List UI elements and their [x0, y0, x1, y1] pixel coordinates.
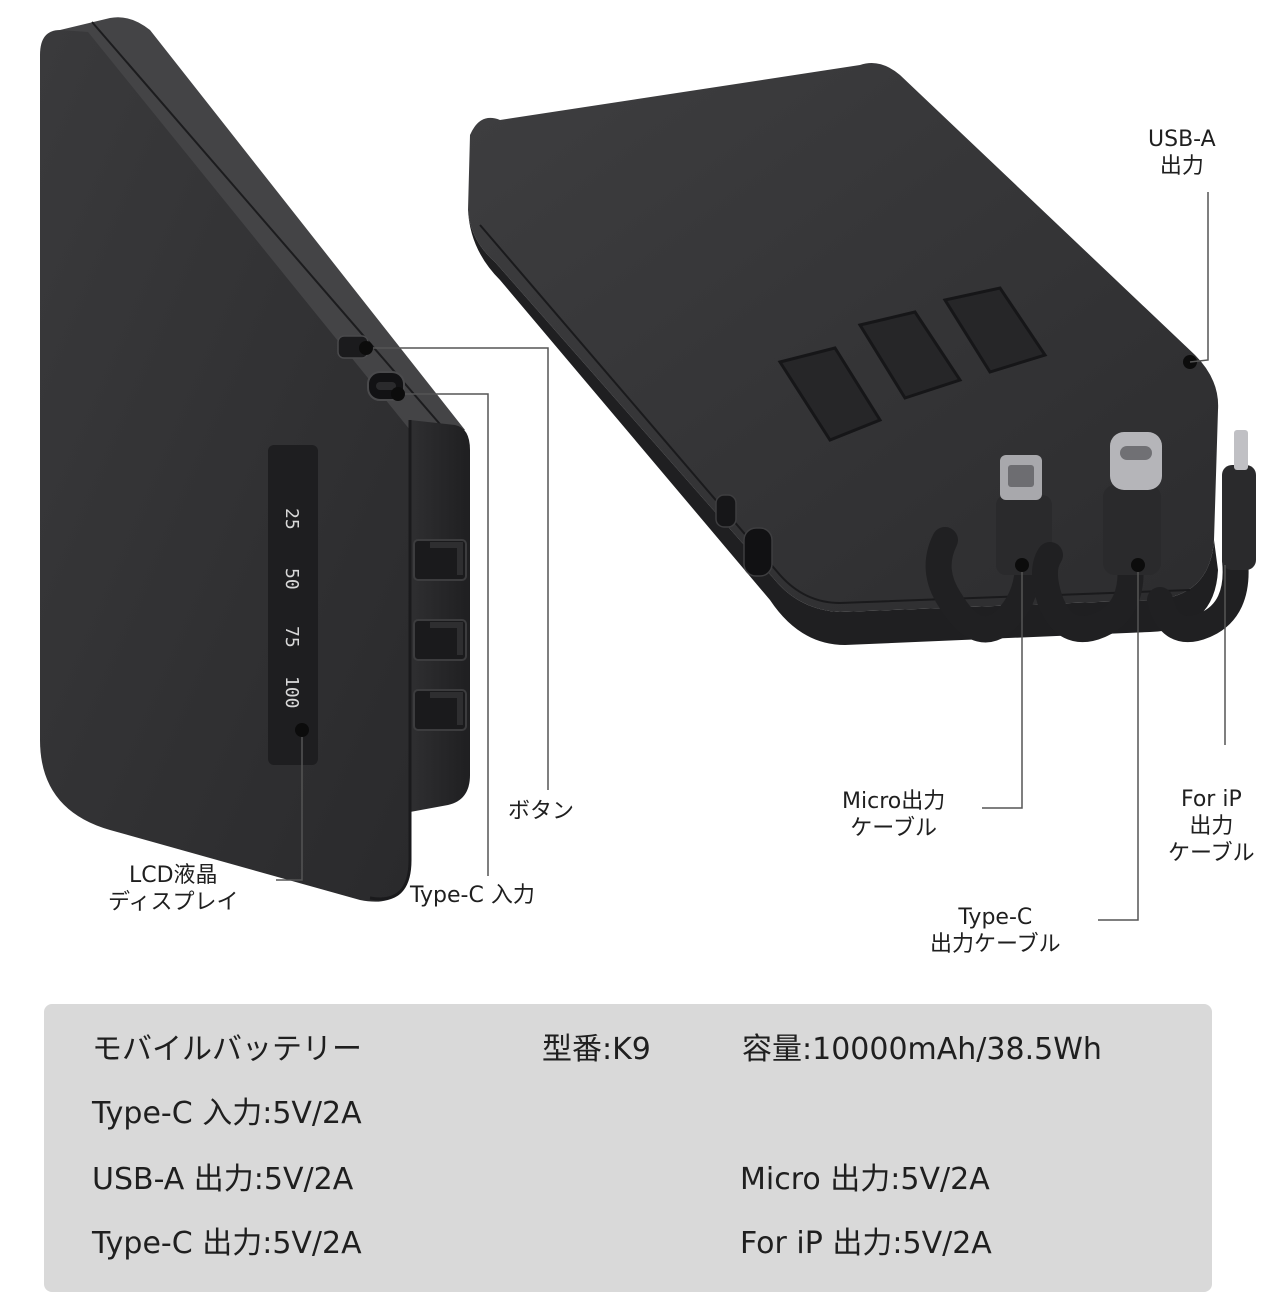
spec-capacity: 容量:10000mAh/38.5Wh — [742, 1032, 1102, 1067]
callout-button: ボタン — [508, 798, 574, 825]
callout-micro-line2: ケーブル — [850, 816, 937, 841]
callout-type-c-input-line1: Type-C 入力 — [410, 883, 535, 908]
callout-lcd-display: LCD液晶 ディスプレイ — [108, 862, 238, 916]
callout-lcd-line2: ディスプレイ — [108, 890, 239, 915]
callout-button-line1: ボタン — [508, 799, 575, 824]
callout-type-c-cable-line2: 出力ケーブル — [930, 932, 1061, 957]
spec-panel — [44, 1004, 1212, 1292]
power-bank-front-view — [468, 62, 1256, 645]
callout-micro-line1: Micro出力 — [842, 789, 946, 814]
spec-ip-output: For iP 出力:5V/2A — [740, 1226, 992, 1261]
callout-ip-cable: For iP 出力 ケーブル — [1168, 786, 1255, 867]
callout-usb-a-line2: 出力 — [1159, 154, 1204, 179]
callout-type-c-input: Type-C 入力 — [410, 882, 535, 909]
callout-usb-a-output: USB-A 出力 — [1148, 126, 1216, 180]
callout-usb-a-line1: USB-A — [1148, 127, 1216, 152]
lcd-level-100: 100 — [281, 676, 302, 709]
leader-lines — [276, 192, 1226, 921]
callout-ip-line1: For iP — [1180, 787, 1242, 812]
spec-product-name: モバイルバッテリー — [92, 1032, 362, 1067]
lcd-level-25: 25 — [281, 508, 302, 530]
callout-ip-line3: ケーブル — [1168, 841, 1255, 866]
callout-lcd-line1: LCD液晶 — [128, 863, 218, 888]
spec-type-c-input: Type-C 入力:5V/2A — [92, 1096, 362, 1131]
spec-micro-output: Micro 出力:5V/2A — [740, 1162, 990, 1197]
lcd-level-75: 75 — [281, 626, 302, 648]
spec-type-c-output: Type-C 出力:5V/2A — [92, 1226, 362, 1261]
leader-dots — [295, 341, 1145, 737]
lcd-level-labels: 25 50 75 100 — [281, 508, 302, 709]
callout-ip-line2: 出力 — [1189, 814, 1234, 839]
spec-model: 型番:K9 — [542, 1032, 651, 1067]
callout-type-c-cable-line1: Type-C — [958, 905, 1033, 930]
callout-type-c-cable: Type-C 出力ケーブル — [930, 904, 1061, 958]
lcd-level-50: 50 — [281, 568, 302, 590]
power-bank-side-view — [40, 17, 470, 902]
product-illustration: 25 50 75 100 — [40, 17, 1256, 921]
callout-micro-cable: Micro出力 ケーブル — [842, 788, 945, 842]
spec-usb-a-output: USB-A 出力:5V/2A — [92, 1162, 354, 1197]
